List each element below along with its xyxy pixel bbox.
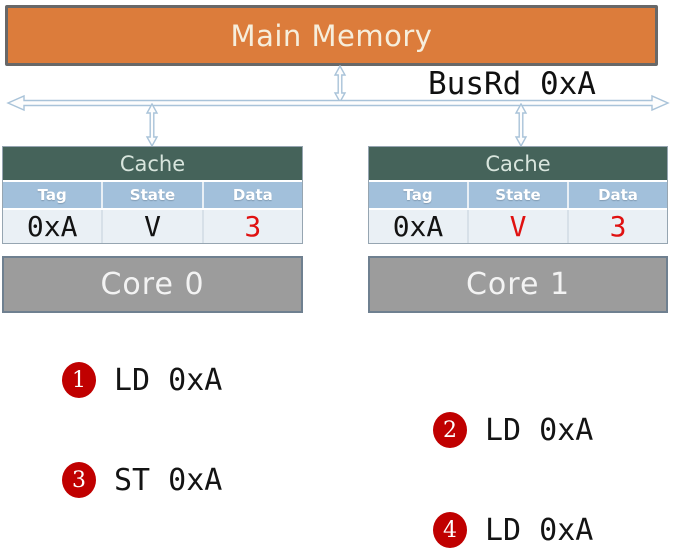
cache0-data-value: 3 <box>201 210 302 243</box>
cache0-bus-arrow <box>145 103 159 147</box>
operation-2-label: LD 0xA <box>485 412 594 448</box>
cache0-title: Cache <box>3 147 302 180</box>
main-memory-label: Main Memory <box>230 18 433 53</box>
cache0-entry-row: 0xA V 3 <box>3 208 302 243</box>
cache0-column-headers: Tag State Data <box>3 180 302 208</box>
operation-1-label: LD 0xA <box>114 362 223 398</box>
cache0-col-data: Data <box>201 182 302 208</box>
operation-3-badge: 3 <box>62 462 96 498</box>
cache1-table: Cache Tag State Data 0xA V 3 <box>368 146 668 244</box>
cache1-column-headers: Tag State Data <box>369 180 667 208</box>
operation-2-badge: 2 <box>433 412 467 448</box>
cache1-bus-arrow <box>514 103 528 147</box>
cache1-col-data: Data <box>567 182 667 208</box>
operation-3: 3 ST 0xA <box>62 462 222 498</box>
operation-1: 1 LD 0xA <box>62 362 222 398</box>
bus-arrow <box>6 94 670 112</box>
cache1-title: Cache <box>369 147 667 180</box>
cache1-col-state: State <box>467 182 567 208</box>
cache1-tag-value: 0xA <box>392 210 444 243</box>
cache1-col-tag: Tag <box>403 186 433 204</box>
core0-label: Core 0 <box>100 267 205 302</box>
cache0-col-tag: Tag <box>37 186 67 204</box>
cache1-data-value: 3 <box>567 210 667 243</box>
cache0-col-state: State <box>101 182 201 208</box>
operation-3-label: ST 0xA <box>114 462 223 498</box>
cache0-tag-value: 0xA <box>26 210 78 243</box>
core1-box: Core 1 <box>368 256 668 313</box>
cache0-state-value: V <box>101 210 201 243</box>
operation-4: 4 LD 0xA <box>433 512 593 548</box>
bus-event-label: BusRd 0xA <box>428 66 596 102</box>
cache1-entry-row: 0xA V 3 <box>369 208 667 243</box>
core0-box: Core 0 <box>2 256 303 313</box>
operation-2: 2 LD 0xA <box>433 412 593 448</box>
main-memory-box: Main Memory <box>5 5 658 66</box>
operation-4-badge: 4 <box>433 512 467 548</box>
operation-1-badge: 1 <box>62 362 96 398</box>
operation-4-label: LD 0xA <box>485 512 594 548</box>
cache0-table: Cache Tag State Data 0xA V 3 <box>2 146 303 244</box>
cache1-state-value: V <box>467 210 567 243</box>
core1-label: Core 1 <box>465 267 571 302</box>
